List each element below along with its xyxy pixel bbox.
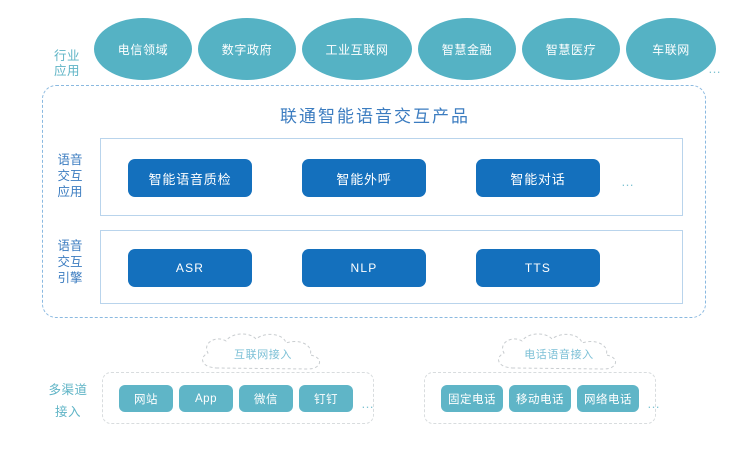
app-chip-outbound-call[interactable]: 智能外呼	[302, 159, 426, 197]
industry-application-label: 行业 应用	[44, 49, 90, 79]
industry-item-smart-finance[interactable]: 智慧金融	[418, 18, 516, 80]
app-layer-label-line-2: 交互	[57, 169, 83, 183]
engine-chip-tts[interactable]: TTS	[476, 249, 600, 287]
cloud-telephone-voice-access: 电话语音接入	[484, 330, 634, 378]
channel-pill-dingtalk[interactable]: 钉钉	[299, 385, 353, 412]
industry-label-line-2: 应用	[53, 64, 80, 78]
industry-item-smart-healthcare[interactable]: 智慧医疗	[522, 18, 620, 80]
channel-pill-wechat[interactable]: 微信	[239, 385, 293, 412]
telephone-channel-group: 固定电话 移动电话 网络电话 …	[424, 372, 660, 424]
engine-layer-label-line-1: 语音	[57, 239, 83, 253]
engine-chip-nlp[interactable]: NLP	[302, 249, 426, 287]
cloud-shape-icon	[202, 333, 320, 370]
app-layer-label-line-1: 语音	[57, 153, 83, 167]
engine-layer-label-line-2: 交互	[57, 255, 83, 269]
app-layer-label-line-3: 应用	[57, 185, 83, 199]
industry-item-telecom[interactable]: 电信领域	[94, 18, 192, 80]
voice-application-layer-box: 智能语音质检 智能外呼 智能对话 …	[100, 138, 683, 216]
multi-channel-access-label: 多渠道 接入	[42, 379, 94, 423]
channel-pill-fixed-line[interactable]: 固定电话	[441, 385, 503, 412]
voice-engine-layer-label: 语音 交互 引擎	[48, 238, 92, 286]
industry-item-industrial-internet[interactable]: 工业互联网	[302, 18, 412, 80]
industry-application-row: 行业 应用 电信领域 数字政府 工业互联网 智慧金融 智慧医疗 车联网 …	[0, 18, 750, 80]
industry-label-line-1: 行业	[53, 49, 80, 63]
industry-item-internet-of-vehicles[interactable]: 车联网	[626, 18, 716, 80]
industry-ellipse-track: 电信领域 数字政府 工业互联网 智慧金融 智慧医疗 车联网	[94, 18, 716, 80]
channel-pill-website[interactable]: 网站	[119, 385, 173, 412]
channel-label-line-1: 多渠道	[48, 383, 88, 397]
voice-application-layer-label: 语音 交互 应用	[48, 152, 92, 200]
channel-pill-mobile-phone[interactable]: 移动电话	[509, 385, 571, 412]
engine-layer-label-line-3: 引擎	[57, 271, 83, 285]
industry-overflow-ellipsis-icon: …	[708, 61, 722, 76]
app-chip-voice-quality-inspection[interactable]: 智能语音质检	[128, 159, 252, 197]
app-chip-intelligent-dialogue[interactable]: 智能对话	[476, 159, 600, 197]
cloud-telephone-voice-access-label: 电话语音接入	[524, 349, 594, 361]
cloud-internet-access: 互联网接入	[188, 330, 338, 378]
telephone-channel-overflow-ellipsis-icon: …	[647, 396, 661, 411]
channel-pill-app[interactable]: App	[179, 385, 233, 412]
internet-channel-group: 网站 App 微信 钉钉 …	[102, 372, 374, 424]
engine-chip-asr[interactable]: ASR	[128, 249, 252, 287]
cloud-shape-icon	[498, 333, 616, 370]
industry-item-digital-government[interactable]: 数字政府	[198, 18, 296, 80]
product-title: 联通智能语音交互产品	[280, 107, 470, 126]
app-layer-overflow-ellipsis-icon: …	[621, 174, 635, 189]
cloud-internet-access-label: 互联网接入	[234, 349, 292, 361]
voice-engine-layer-box: ASR NLP TTS	[100, 230, 683, 304]
channel-label-line-2: 接入	[54, 405, 81, 419]
channel-pill-voip[interactable]: 网络电话	[577, 385, 639, 412]
internet-channel-overflow-ellipsis-icon: …	[361, 396, 375, 411]
